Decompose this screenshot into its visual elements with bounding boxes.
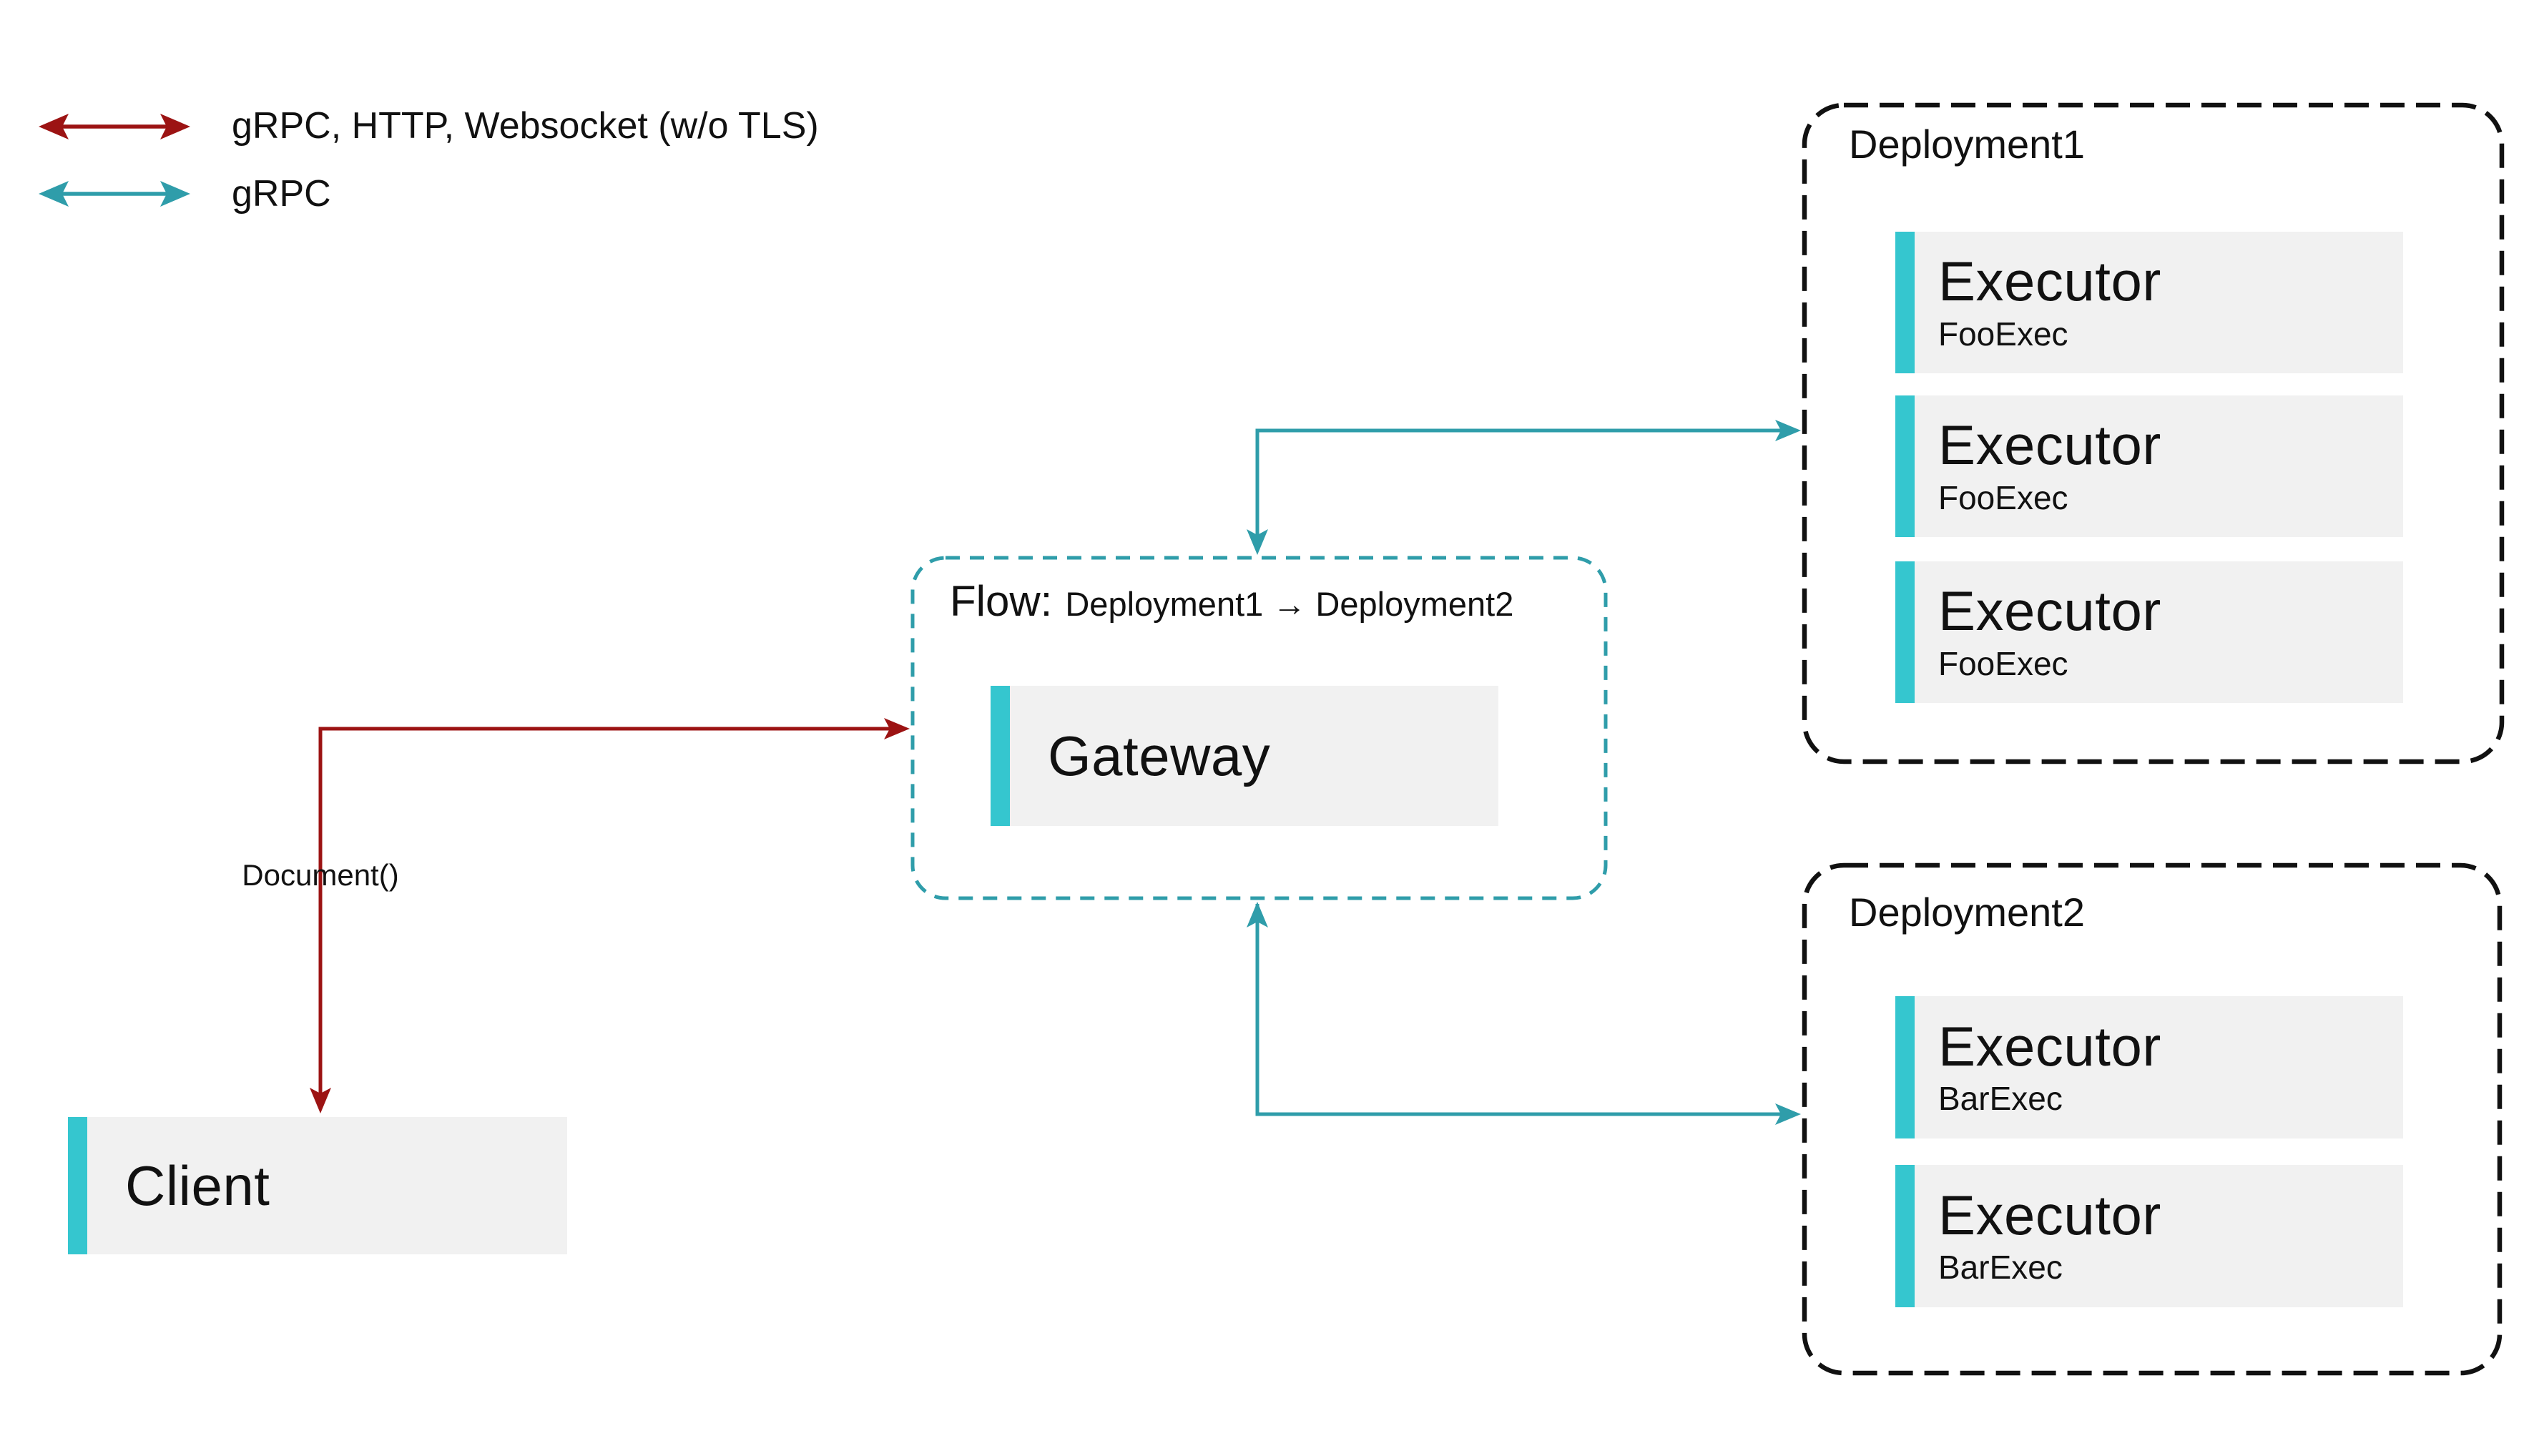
accent-bar [1895,395,1915,537]
legend-label: gRPC, HTTP, Websocket (w/o TLS) [232,105,819,147]
legend: gRPC, HTTP, Websocket (w/o TLS) gRPC [37,102,819,218]
flow-boundary [910,556,1608,900]
client-node: Client [68,1117,567,1254]
executor-node: Executor FooExec [1895,232,2403,373]
connection-gateway-deployment2-line [1255,904,1785,1116]
executor-title: Executor [1938,1014,2161,1078]
deployment2-boundary [1802,862,2503,1376]
executor-node: Executor BarExec [1895,1165,2403,1307]
accent-bar [1895,232,1915,373]
gateway-node: Gateway [991,686,1498,826]
executor-node: Executor FooExec [1895,561,2403,703]
connection-label: Document() [242,858,399,892]
connection-client-gateway-line [318,727,893,1105]
legend-item-insecure: gRPC, HTTP, Websocket (w/o TLS) [37,102,819,151]
executor-node: Executor BarExec [1895,996,2403,1138]
connection-gateway-deployment1-line [1255,428,1785,542]
flow-title-detail: Deployment1 → Deployment2 [1065,585,1514,623]
deployment1-title: Deployment1 [1849,122,2085,167]
executor-subtitle: FooExec [1938,644,2068,682]
executor-title: Executor [1938,250,2161,313]
accent-bar [1895,561,1915,703]
flow-title: Flow: Deployment1 → Deployment2 [950,576,1513,626]
deployment2-title: Deployment2 [1849,890,2085,935]
accent-bar [68,1117,87,1254]
legend-label: gRPC [232,172,331,215]
legend-item-grpc: gRPC [37,170,819,219]
executor-subtitle: BarExec [1938,1249,2063,1287]
accent-bar [1895,996,1915,1138]
executor-title: Executor [1938,579,2161,643]
executor-subtitle: BarExec [1938,1080,2063,1118]
executor-title: Executor [1938,1183,2161,1246]
bidirectional-arrow-icon [39,113,190,139]
gateway-title: Gateway [1048,724,1271,787]
executor-subtitle: FooExec [1938,315,2068,353]
executor-subtitle: FooExec [1938,478,2068,516]
flow-title-prefix: Flow: [950,577,1053,625]
bidirectional-arrow-icon [39,181,190,207]
accent-bar [1895,1165,1915,1307]
executor-node: Executor FooExec [1895,395,2403,537]
accent-bar [991,686,1010,826]
deployment1-boundary [1802,102,2505,764]
executor-title: Executor [1938,413,2161,477]
client-title: Client [125,1154,270,1217]
